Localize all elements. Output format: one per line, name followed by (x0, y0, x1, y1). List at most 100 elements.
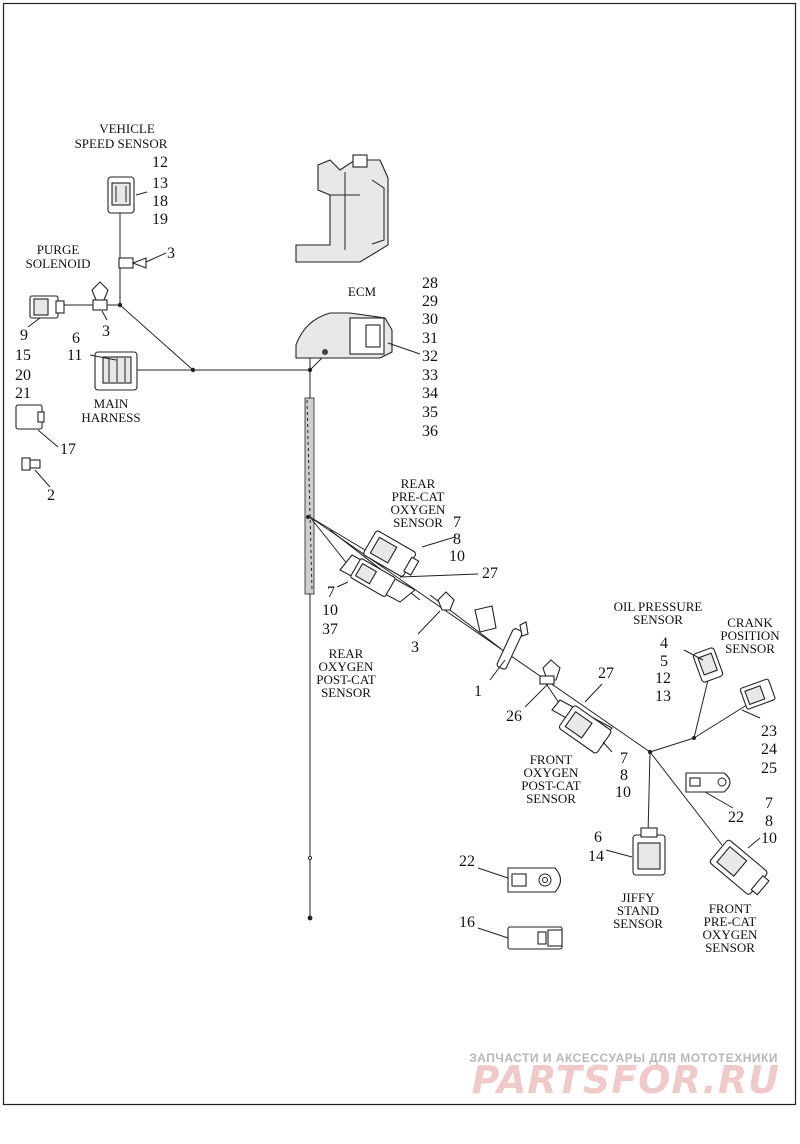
callout-ecm-numbers: 28 29 30 31 32 33 34 35 36 (422, 275, 438, 440)
svg-text:SENSOR: SENSOR (321, 685, 371, 700)
svg-text:STAND: STAND (617, 903, 659, 918)
svg-text:SENSOR: SENSOR (633, 612, 683, 627)
svg-text:13: 13 (152, 175, 168, 192)
label-jiffy-stand-sensor: JIFFY STAND SENSOR (613, 890, 663, 931)
label-vehicle-speed-sensor: VEHICLE SPEED SENSOR (75, 121, 168, 151)
clip-part-3-purge (91, 281, 109, 311)
front-precat-oxygen-sensor (709, 839, 770, 896)
crank-position-sensor (739, 678, 776, 710)
svg-text:36: 36 (422, 423, 438, 440)
callout-front-precat-numbers: 7 8 10 (761, 795, 777, 847)
svg-text:7: 7 (765, 795, 773, 812)
svg-text:POST-CAT: POST-CAT (521, 778, 581, 793)
svg-text:34: 34 (422, 385, 438, 402)
svg-text:SOLENOID: SOLENOID (26, 256, 91, 271)
svg-text:28: 28 (422, 275, 438, 292)
label-oil-pressure-sensor: OIL PRESSURE SENSOR (614, 599, 703, 627)
svg-text:SENSOR: SENSOR (613, 916, 663, 931)
callout-rear-precat-numbers: 7 8 10 (449, 514, 465, 565)
svg-text:35: 35 (422, 404, 438, 421)
svg-text:SENSOR: SENSOR (705, 940, 755, 955)
callout-purge-group: 9 (20, 327, 28, 344)
callout-jiffy-numbers: 6 14 (588, 829, 604, 865)
label-purge-solenoid: PURGE SOLENOID (26, 242, 91, 271)
svg-text:REAR: REAR (329, 646, 364, 661)
callout-purge-clip: 3 (102, 323, 110, 340)
label-crank-position-sensor: CRANK POSITION SENSOR (720, 615, 780, 656)
callout-mid-clip-3: 3 (411, 639, 419, 656)
label-front-precat-o2: FRONT PRE-CAT OXYGEN SENSOR (703, 901, 758, 955)
svg-text:JIFFY: JIFFY (621, 890, 655, 905)
svg-text:FRONT: FRONT (709, 901, 752, 916)
clip-part-3-vss (118, 257, 147, 269)
svg-text:PRE-CAT: PRE-CAT (704, 914, 757, 929)
callout-bracket-22-bottom: 22 (459, 853, 475, 870)
svg-text:POST-CAT: POST-CAT (316, 672, 376, 687)
diagram-frame (2, 2, 797, 1106)
svg-text:29: 29 (422, 293, 438, 310)
callout-crank-numbers: 23 24 25 (761, 723, 777, 777)
jiffy-stand-sensor (632, 827, 666, 876)
svg-text:37: 37 (322, 621, 338, 638)
svg-text:33: 33 (422, 367, 438, 384)
callout-front-postcat-numbers: 7 8 10 (615, 750, 631, 801)
ecm-connector (295, 312, 393, 359)
main-harness-connector (94, 351, 138, 391)
svg-text:OXYGEN: OXYGEN (319, 659, 374, 674)
svg-text:12: 12 (152, 154, 168, 171)
svg-text:8: 8 (453, 531, 461, 548)
watermark-tagline: ЗАПЧАСТИ И АКСЕССУАРЫ ДЛЯ МОТОТЕХНИКИ (469, 1051, 778, 1065)
vehicle-speed-sensor (107, 176, 135, 214)
callout-main-harness-6: 6 (72, 330, 80, 347)
svg-text:30: 30 (422, 311, 438, 328)
label-ecm: ECM (348, 284, 377, 299)
svg-text:OXYGEN: OXYGEN (524, 765, 579, 780)
svg-text:10: 10 (322, 602, 338, 619)
bracket-part-22-right (685, 772, 731, 793)
purge-solenoid (29, 295, 65, 319)
callout-rear-postcat-numbers: 7 10 37 (322, 584, 338, 638)
svg-text:OXYGEN: OXYGEN (391, 502, 446, 517)
svg-text:7: 7 (620, 750, 628, 767)
svg-text:31: 31 (422, 330, 438, 347)
svg-text:24: 24 (761, 741, 777, 758)
callout-connector-16: 16 (459, 914, 475, 931)
svg-text:21: 21 (15, 385, 31, 402)
label-main-harness: MAIN HARNESS (81, 396, 140, 425)
svg-text:12: 12 (655, 670, 671, 687)
svg-text:20: 20 (15, 367, 31, 384)
svg-text:PRE-CAT: PRE-CAT (392, 489, 445, 504)
sleeve-part-1 (496, 621, 529, 670)
callout-cover-27-front: 27 (598, 665, 614, 682)
callout-front-clip-26: 26 (506, 708, 522, 725)
watermark-brand: PARTSFOR.RU (472, 1058, 780, 1102)
callout-cover-27-rear: 27 (482, 565, 498, 582)
svg-text:7: 7 (327, 584, 335, 601)
callout-vss-clip: 3 (167, 245, 175, 262)
svg-text:14: 14 (588, 848, 604, 865)
svg-text:10: 10 (449, 548, 465, 565)
svg-text:SENSOR: SENSOR (393, 515, 443, 530)
svg-text:6: 6 (594, 829, 602, 846)
small-clip-part-2 (21, 457, 41, 471)
svg-text:19: 19 (152, 211, 168, 228)
svg-text:POSITION: POSITION (720, 628, 780, 643)
callout-vss-numbers: 12 13 18 19 (152, 154, 168, 228)
svg-text:FRONT: FRONT (530, 752, 573, 767)
svg-text:23: 23 (761, 723, 777, 740)
svg-text:15: 15 (15, 347, 31, 364)
svg-text:VEHICLE: VEHICLE (99, 121, 155, 136)
svg-text:PURGE: PURGE (37, 242, 80, 257)
relay-part-17 (15, 404, 45, 430)
svg-text:SENSOR: SENSOR (725, 641, 775, 656)
ecm-module (295, 154, 389, 263)
oil-pressure-sensor (692, 647, 724, 683)
svg-text:SPEED SENSOR: SPEED SENSOR (75, 136, 168, 151)
svg-text:MAIN: MAIN (94, 396, 129, 411)
svg-text:4: 4 (660, 635, 668, 652)
svg-text:7: 7 (453, 514, 461, 531)
svg-text:SENSOR: SENSOR (526, 791, 576, 806)
svg-text:13: 13 (655, 688, 671, 705)
bracket-part-22-bottom (507, 867, 562, 893)
callout-left-column: 15 20 21 (15, 347, 31, 402)
